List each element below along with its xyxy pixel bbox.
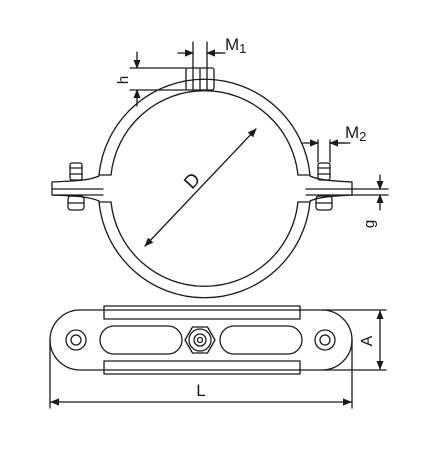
upper-band-inner <box>110 90 299 176</box>
left-screw <box>67 162 85 211</box>
left-slot <box>99 325 183 355</box>
lower-band-inner <box>110 201 299 287</box>
label-m1: M1 <box>225 35 246 56</box>
top-nut <box>185 67 215 91</box>
center-nut <box>184 326 216 354</box>
label-h: h <box>115 76 132 84</box>
right-hole <box>314 329 336 351</box>
lower-band-outer <box>98 201 311 299</box>
front-view <box>51 67 353 299</box>
right-slot <box>219 325 303 355</box>
label-l: L <box>196 381 205 400</box>
band-strip-top <box>103 305 301 320</box>
label-d: D <box>180 169 205 193</box>
label-m2: M2 <box>345 123 366 144</box>
plan-dimension-lines <box>49 309 387 409</box>
dimension-lines <box>129 41 389 247</box>
right-screw <box>315 162 333 211</box>
left-ear-top <box>51 175 104 190</box>
label-g: g <box>361 220 378 228</box>
left-hole <box>65 329 87 351</box>
right-ear-top <box>305 175 353 190</box>
band-strip-bottom <box>103 360 301 375</box>
label-a: A <box>359 335 376 346</box>
plan-view <box>49 305 353 375</box>
upper-band-outer <box>98 78 311 176</box>
